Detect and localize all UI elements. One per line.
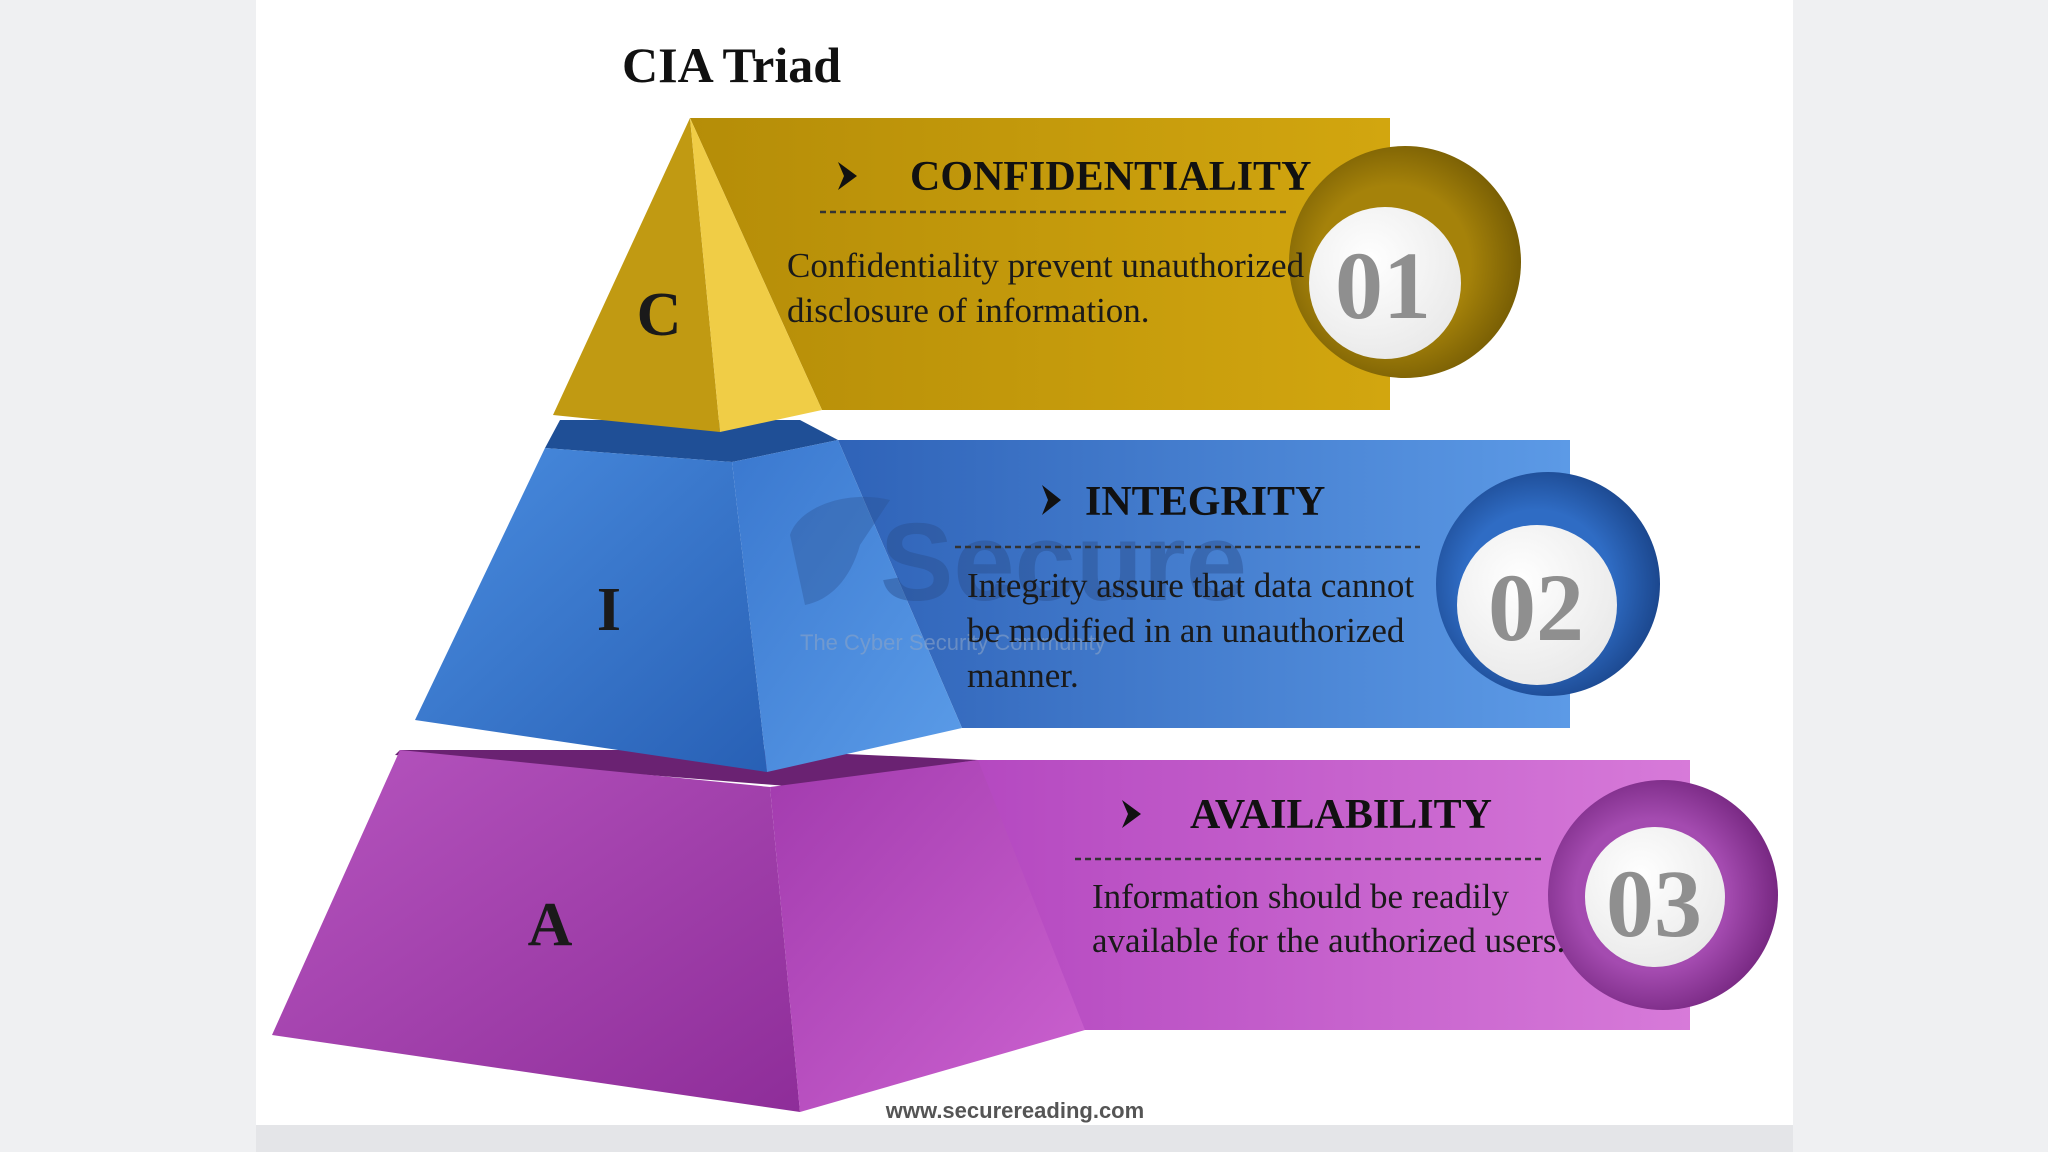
integrity-desc-line-1: Integrity assure that data cannot (967, 566, 1414, 605)
footer-url: www.securereading.com (885, 1098, 1144, 1123)
integrity-desc-line-2: be modified in an unauthorized (967, 611, 1405, 650)
confidentiality-number: 01 (1335, 232, 1431, 339)
availability-desc-line-1: Information should be readily (1092, 877, 1509, 916)
availability-desc-line-2: available for the authorized users. (1092, 921, 1565, 960)
availability-heading: AVAILABILITY (1190, 792, 1492, 838)
level-availability: 03 A AVAILABILITY Information should be … (272, 750, 1778, 1112)
availability-number: 03 (1606, 850, 1702, 957)
integrity-heading: INTEGRITY (1085, 479, 1325, 525)
integrity-front-face (415, 448, 767, 772)
level-integrity: 02 I Secure The Cyber Security Community… (415, 420, 1660, 772)
confidentiality-desc-line-1: Confidentiality prevent unauthorized (787, 246, 1305, 285)
availability-letter: A (528, 891, 573, 959)
confidentiality-heading: CONFIDENTIALITY (910, 154, 1311, 200)
integrity-number: 02 (1488, 554, 1584, 661)
confidentiality-letter: C (637, 281, 682, 349)
integrity-letter: I (597, 576, 621, 644)
diagram-title: CIA Triad (622, 37, 841, 93)
confidentiality-desc-line-2: disclosure of information. (787, 291, 1150, 330)
level-confidentiality: 01 C CONFIDENTIALITY Confidentiality pre… (553, 118, 1521, 432)
integrity-desc-line-3: manner. (967, 656, 1079, 695)
